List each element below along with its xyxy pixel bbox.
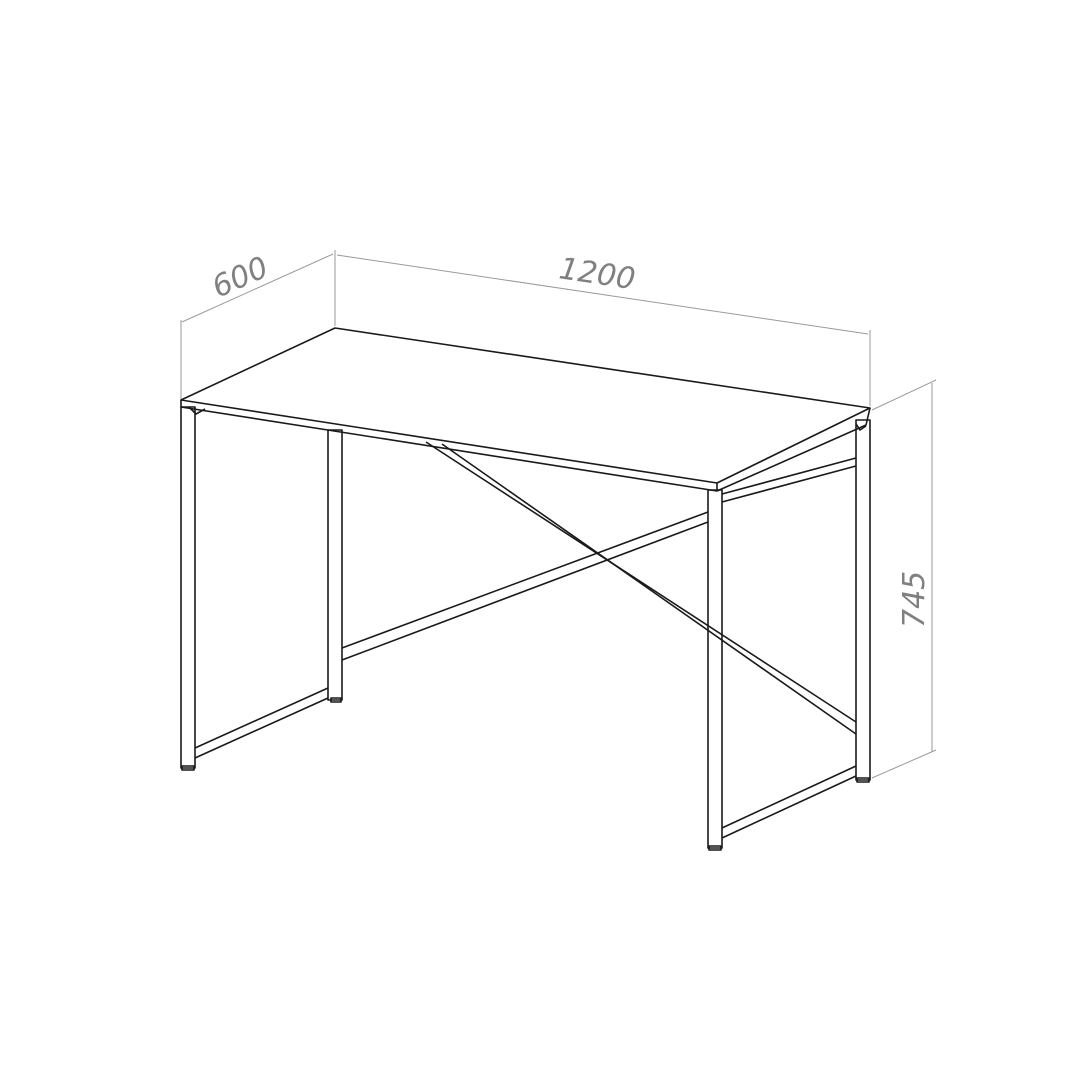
depth-label: 600 [207,250,274,305]
dimension-depth: 600 [180,250,336,400]
height-label: 745 [897,571,932,628]
back-right-leg [855,419,871,781]
dimension-height: 745 [871,379,937,779]
front-right-leg [707,489,723,849]
back-left-leg [327,429,343,701]
desk-top [180,327,871,492]
width-label: 1200 [557,251,638,297]
desk-frame [180,406,871,851]
front-left-leg [180,406,196,769]
dimension-width: 1200 [336,251,871,406]
